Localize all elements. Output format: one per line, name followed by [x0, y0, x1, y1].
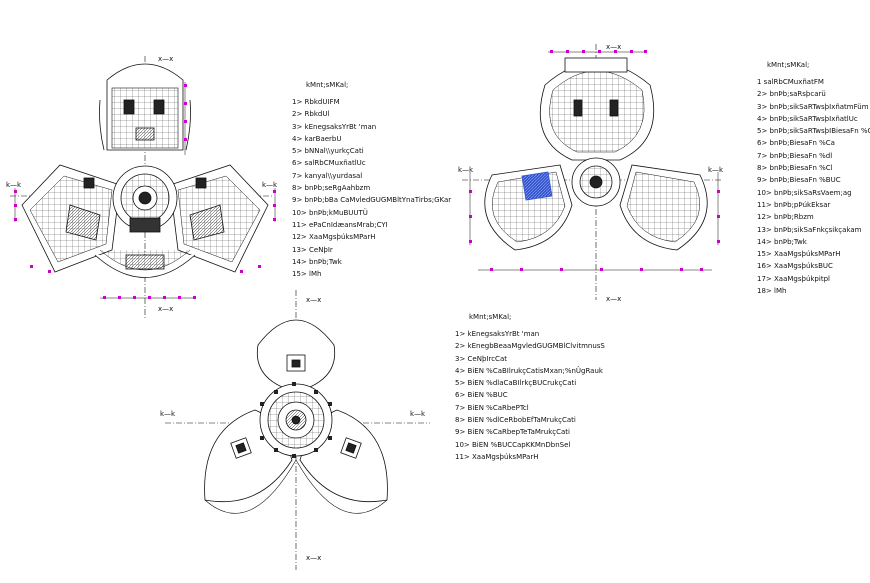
legend-item: 10> bnÞb;sikSaRsVaem;ag: [757, 188, 852, 197]
legend-item: 11> bnÞb;pÞúkEksar: [757, 200, 831, 209]
legend-item: 2> bnÞb;saRsþcarü: [757, 90, 826, 99]
plan-c-axis-top: x—x: [306, 296, 321, 304]
legend-item: 3> CeNþIrcCat: [455, 354, 507, 363]
plan-c-axis-bottom: x—x: [306, 554, 321, 562]
legend-item: 8> bnÞb;BiesaFn %Cl: [757, 164, 833, 173]
legend-item: 18> lMh: [757, 287, 787, 296]
legend-item: 1 salRbCMuxñatFM: [757, 78, 824, 86]
legend-item: 8> BiEN %dlCeRbobEfTaMrukçCati: [455, 416, 576, 425]
legend-item: 14> bnÞb;Twk: [757, 237, 807, 246]
legend-item: 5> bnÞb;sikSaRTwsþIBiesaFn %Cat: [757, 127, 870, 136]
plan-c-axis-left: k—k: [160, 410, 176, 418]
plan-a-axis-bottom: x—x: [158, 305, 173, 313]
legend-item: 9> bnÞb;bBa CaMvledGUGMBltYnaTirbs;GKar: [292, 196, 452, 205]
floor-plan-c: [165, 290, 430, 570]
legend-item: 11> XaaMgsþúksMParH: [455, 452, 539, 461]
plan-a-axis-top: x—x: [158, 55, 173, 63]
plan-b-legend: kMnt;sMKal; 1 salRbCMuxñatFM 2> bnÞb;saR…: [757, 61, 870, 300]
plan-b-axis-bottom: x—x: [606, 295, 621, 303]
plan-c-column-markers: [260, 382, 332, 458]
legend-item: 5> bNNal\\yurkçCati: [292, 147, 364, 156]
plan-c-axis-right: k—k: [410, 410, 426, 418]
legend-item: 2> kEnegbBeaaMgvledGUGMBlClvitmnusS: [455, 342, 605, 351]
legend-item: 3> kEnegsaksYrBt 'man: [292, 122, 377, 131]
legend-item: 7> BiEN %CaRbePTcl: [455, 403, 529, 412]
legend-item: 4> karBaerbU: [292, 134, 342, 143]
legend-item: 10> BiEN %BUCCapKKMnDbnSel: [455, 440, 571, 449]
floor-plan-b: [462, 44, 722, 300]
plan-a-legend-title: kMnt;sMKal;: [306, 81, 349, 89]
legend-item: 9> bnÞb;BiesaFn %BUC: [757, 176, 841, 185]
plan-b-legend-title: kMnt;sMKal;: [767, 61, 810, 69]
plan-b-dimension-markers: [469, 50, 720, 271]
legend-item: 4> BiEN %CaBIlrukçCatisMxan;%nÛgRauk: [455, 366, 603, 375]
legend-item: 12> XaaMgsþúksMParH: [292, 233, 376, 242]
plan-b-axis-top: x—x: [606, 43, 621, 51]
legend-item: 6> bnÞb;BiesaFn %Ca: [757, 139, 835, 148]
legend-item: 4> bnÞb;sikSaRTwsþIxñatlUc: [757, 114, 858, 123]
legend-item: 6> BiEN %BUC: [455, 391, 508, 400]
legend-item: 7> kanyal\\yurdasal: [292, 171, 363, 180]
legend-item: 15> lMh: [292, 270, 322, 279]
plan-a-legend: kMnt;sMKal; 1> RbkdUIFM 2> RbkdUl 3> kEn…: [292, 82, 452, 283]
legend-item: 12> bnÞb;Rbzm: [757, 213, 814, 222]
plan-c-legend: kMnt;sMKal; 1> kEnegsaksYrBt 'man 2> kEn…: [455, 314, 655, 466]
legend-item: 13> bnÞb;sikSaFnkçsikçakam: [757, 225, 862, 234]
legend-item: 7> bnÞb;BiesaFn %dl: [757, 151, 833, 160]
legend-item: 16> XaaMgsþúksBUC: [757, 262, 833, 271]
legend-item: 5> BiEN %dlaCaBIlrkçBUCrukçCati: [455, 379, 577, 388]
plan-a-axis-right: k—k: [262, 181, 278, 189]
legend-item: 2> RbkdUl: [292, 110, 330, 119]
plan-c-legend-title: kMnt;sMKal;: [469, 313, 512, 321]
plan-a-axis-left: k—k: [6, 181, 22, 189]
legend-item: 17> XaaMgsþúkpitpl: [757, 274, 830, 283]
plan-b-axis-left: k—k: [458, 166, 474, 174]
legend-item: 3> bnÞb;sikSaRTwsþIxñatmFüm: [757, 102, 869, 111]
legend-item: 6> salRbCMuxñatlUc: [292, 159, 366, 168]
legend-item: 13> CeNþIr: [292, 245, 333, 254]
legend-item: 9> BiEN %CaRbepTeTaMrukçCati: [455, 428, 570, 437]
legend-item: 8> bnÞb;seRgAahbzm: [292, 184, 371, 193]
legend-item: 11> ePaCnIdæansMrab;CYI: [292, 220, 388, 229]
legend-item: 14> bnÞb;Twk: [292, 257, 342, 266]
plan-b-axis-right: k—k: [708, 166, 724, 174]
legend-item: 1> RbkdUIFM: [292, 98, 340, 106]
legend-item: 1> kEnegsaksYrBt 'man: [455, 330, 540, 338]
plan-a-dimension-markers: [14, 84, 276, 299]
legend-item: 10> bnÞb;kMuBUUTÜ: [292, 208, 368, 217]
floor-plan-a: [10, 56, 276, 318]
legend-item: 15> XaaMgsþúksMParH: [757, 250, 841, 259]
